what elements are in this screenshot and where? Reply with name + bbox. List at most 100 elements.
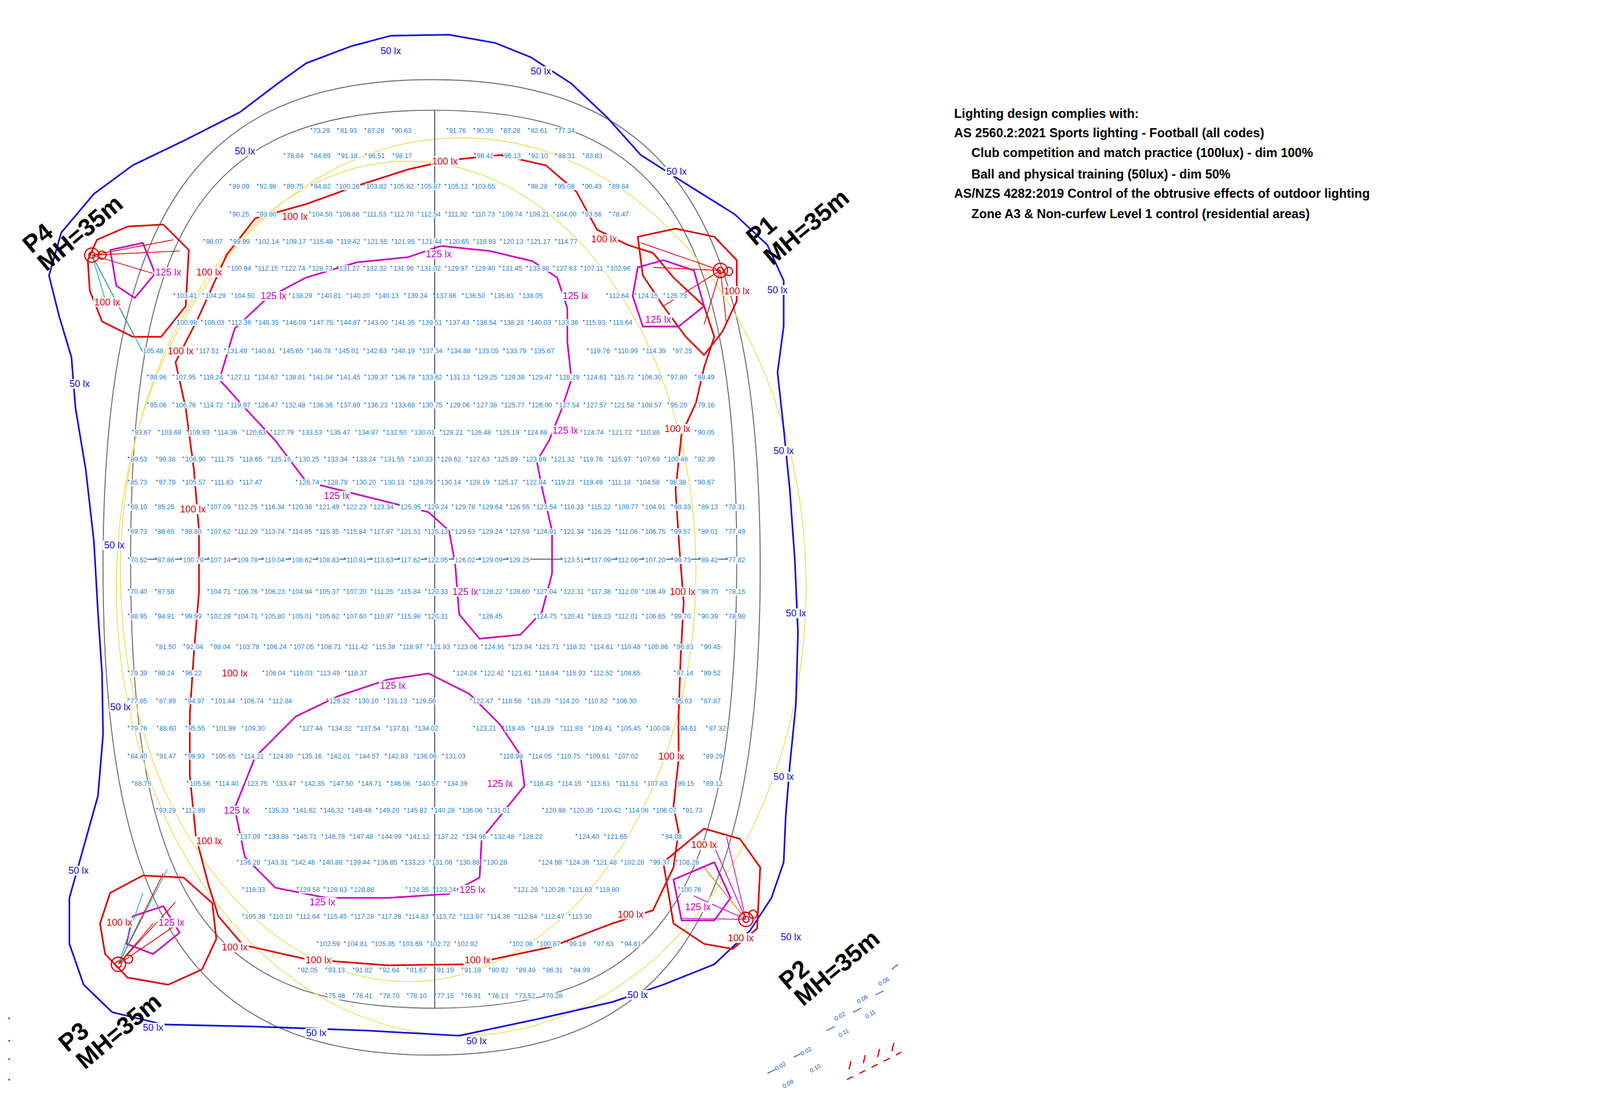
illuminance-value: 107.69 [638, 455, 660, 463]
illuminance-value: 92.10 [530, 152, 549, 160]
illuminance-value: 106.74 [242, 697, 265, 705]
illuminance-value: 130.25 [298, 455, 320, 463]
contour-125lx-p2 [673, 861, 731, 921]
edge-mark [8, 1058, 11, 1061]
illuminance-value: 100.94 [229, 264, 252, 272]
illuminance-value: 136.36 [311, 402, 334, 409]
illuminance-value: 141.04 [311, 374, 334, 382]
illuminance-value: 108.57 [640, 402, 662, 409]
illuminance-value: 112.54 [420, 211, 442, 219]
illuminance-value: 120.31 [427, 613, 449, 621]
illuminance-value: 105.37 [318, 588, 340, 596]
illuminance-value: 130.33 [411, 455, 434, 463]
luminaire-symbol [124, 955, 133, 964]
illuminance-value: 119.24 [202, 374, 224, 382]
illuminance-value: 104.71 [236, 613, 259, 621]
illuminance-value: 127.11 [229, 374, 251, 382]
illuminance-value: 130.01 [413, 429, 436, 437]
illuminance-value: 108.65 [619, 670, 642, 677]
contour-label: 100 lx [166, 346, 195, 356]
illuminance-value: 133.23 [403, 858, 426, 866]
illuminance-value: 117.09 [590, 556, 612, 564]
illuminance-value: 126.00 [531, 402, 553, 409]
illuminance-value: 117.62 [399, 556, 421, 564]
illuminance-value: 126.32 [328, 697, 351, 705]
illuminance-value: 95.06 [149, 402, 167, 409]
illuminance-value: 121.93 [428, 643, 451, 651]
pole-symbol [115, 961, 122, 967]
illuminance-value: 76.13 [490, 992, 509, 1000]
illuminance-value: 98.28 [530, 183, 548, 191]
illuminance-value: 99.93 [187, 752, 206, 760]
illuminance-value: 129.63 [325, 886, 348, 894]
illuminance-value: 98.17 [394, 152, 413, 160]
illuminance-value: 100.26 [338, 183, 360, 191]
scale-value: 0.02 [799, 1045, 813, 1057]
illuminance-value: 100.87 [539, 940, 561, 948]
illuminance-value: 97.80 [670, 374, 688, 382]
note-line: Ball and physical training (50lux) - dim… [971, 168, 1231, 182]
illuminance-value: 105.62 [318, 613, 340, 621]
illuminance-value: 128.88 [353, 886, 375, 894]
illuminance-value: 106.23 [263, 588, 286, 596]
illuminance-value: 105.56 [189, 780, 211, 788]
illuminance-value: 142.83 [387, 752, 409, 760]
illuminance-value: 112.70 [392, 211, 414, 219]
illuminance-value: 111.06 [617, 528, 638, 536]
illuminance-value: 133.24 [354, 455, 377, 463]
illuminance-value: 98.38 [668, 479, 687, 487]
illuminance-value: 116.23 [590, 613, 612, 621]
illuminance-value: 70.40 [129, 588, 148, 596]
contour-label: 100 lx [430, 156, 459, 167]
illuminance-value: 126.74 [298, 479, 320, 487]
illuminance-value: 94.82 [313, 183, 331, 191]
illuminance-value: 106.03 [203, 318, 225, 326]
illuminance-value: 111.18 [610, 479, 631, 487]
illuminance-value: 87.86 [157, 556, 175, 564]
illuminance-value: 101.44 [213, 697, 236, 705]
contour-label: 100 lx [690, 839, 719, 850]
illuminance-value: 121.48 [595, 858, 617, 866]
illuminance-value: 133.47 [274, 780, 297, 788]
illuminance-value: 132.50 [385, 429, 407, 437]
illuminance-value: 108.28 [678, 858, 700, 866]
illuminance-value: 104.58 [638, 479, 660, 487]
illuminance-value: 105.38 [244, 912, 266, 920]
illuminance-value: 97.79 [158, 479, 176, 487]
illuminance-value: 105.45 [619, 725, 642, 733]
illuminance-value: 119.93 [475, 238, 497, 246]
illuminance-value: 107.11 [582, 264, 604, 272]
illuminance-value: 87.32 [708, 725, 727, 733]
illuminance-value: 106.30 [640, 374, 662, 382]
illuminance-value: 121.34 [562, 528, 585, 536]
illuminance-value: 113.63 [373, 556, 394, 564]
illuminance-value: 110.97 [373, 613, 394, 621]
illuminance-value: 87.28 [367, 127, 385, 135]
illuminance-value: 102.72 [428, 940, 451, 948]
illuminance-value: 129.38 [503, 374, 525, 382]
contour-125lx-north [219, 246, 572, 639]
illuminance-value: 113.49 [319, 670, 341, 677]
illuminance-value: 109.74 [501, 211, 523, 219]
illuminance-value: 134.67 [256, 374, 279, 382]
illuminance-value: 123.69 [525, 455, 547, 463]
illuminance-value: 120.35 [572, 806, 594, 814]
illuminance-value: 110.99 [617, 347, 639, 355]
illuminance-value: 119.23 [553, 479, 575, 487]
note-line: AS/NZS 4282:2019 Control of the obtrusiv… [954, 187, 1371, 201]
illuminance-value: 77.34 [557, 127, 576, 135]
illuminance-value: 115.22 [590, 503, 612, 511]
illuminance-value: 124.98 [540, 858, 563, 866]
illuminance-value: 99.80 [184, 528, 203, 536]
illuminance-value: 145.82 [405, 806, 428, 814]
illuminance-value: 133.36 [556, 318, 579, 326]
illuminance-value: 124.24 [455, 670, 478, 677]
illuminance-value: 131.13 [385, 697, 408, 705]
illuminance-value: 112.84 [271, 697, 293, 705]
illuminance-value: 123.24 [434, 886, 457, 894]
illuminance-value: 90.63 [393, 127, 412, 135]
illuminance-value: 106.04 [264, 670, 286, 677]
illuminance-value: 78.98 [727, 613, 746, 621]
contour-label: 125 lx [154, 267, 183, 278]
illuminance-value: 109.77 [616, 503, 639, 511]
